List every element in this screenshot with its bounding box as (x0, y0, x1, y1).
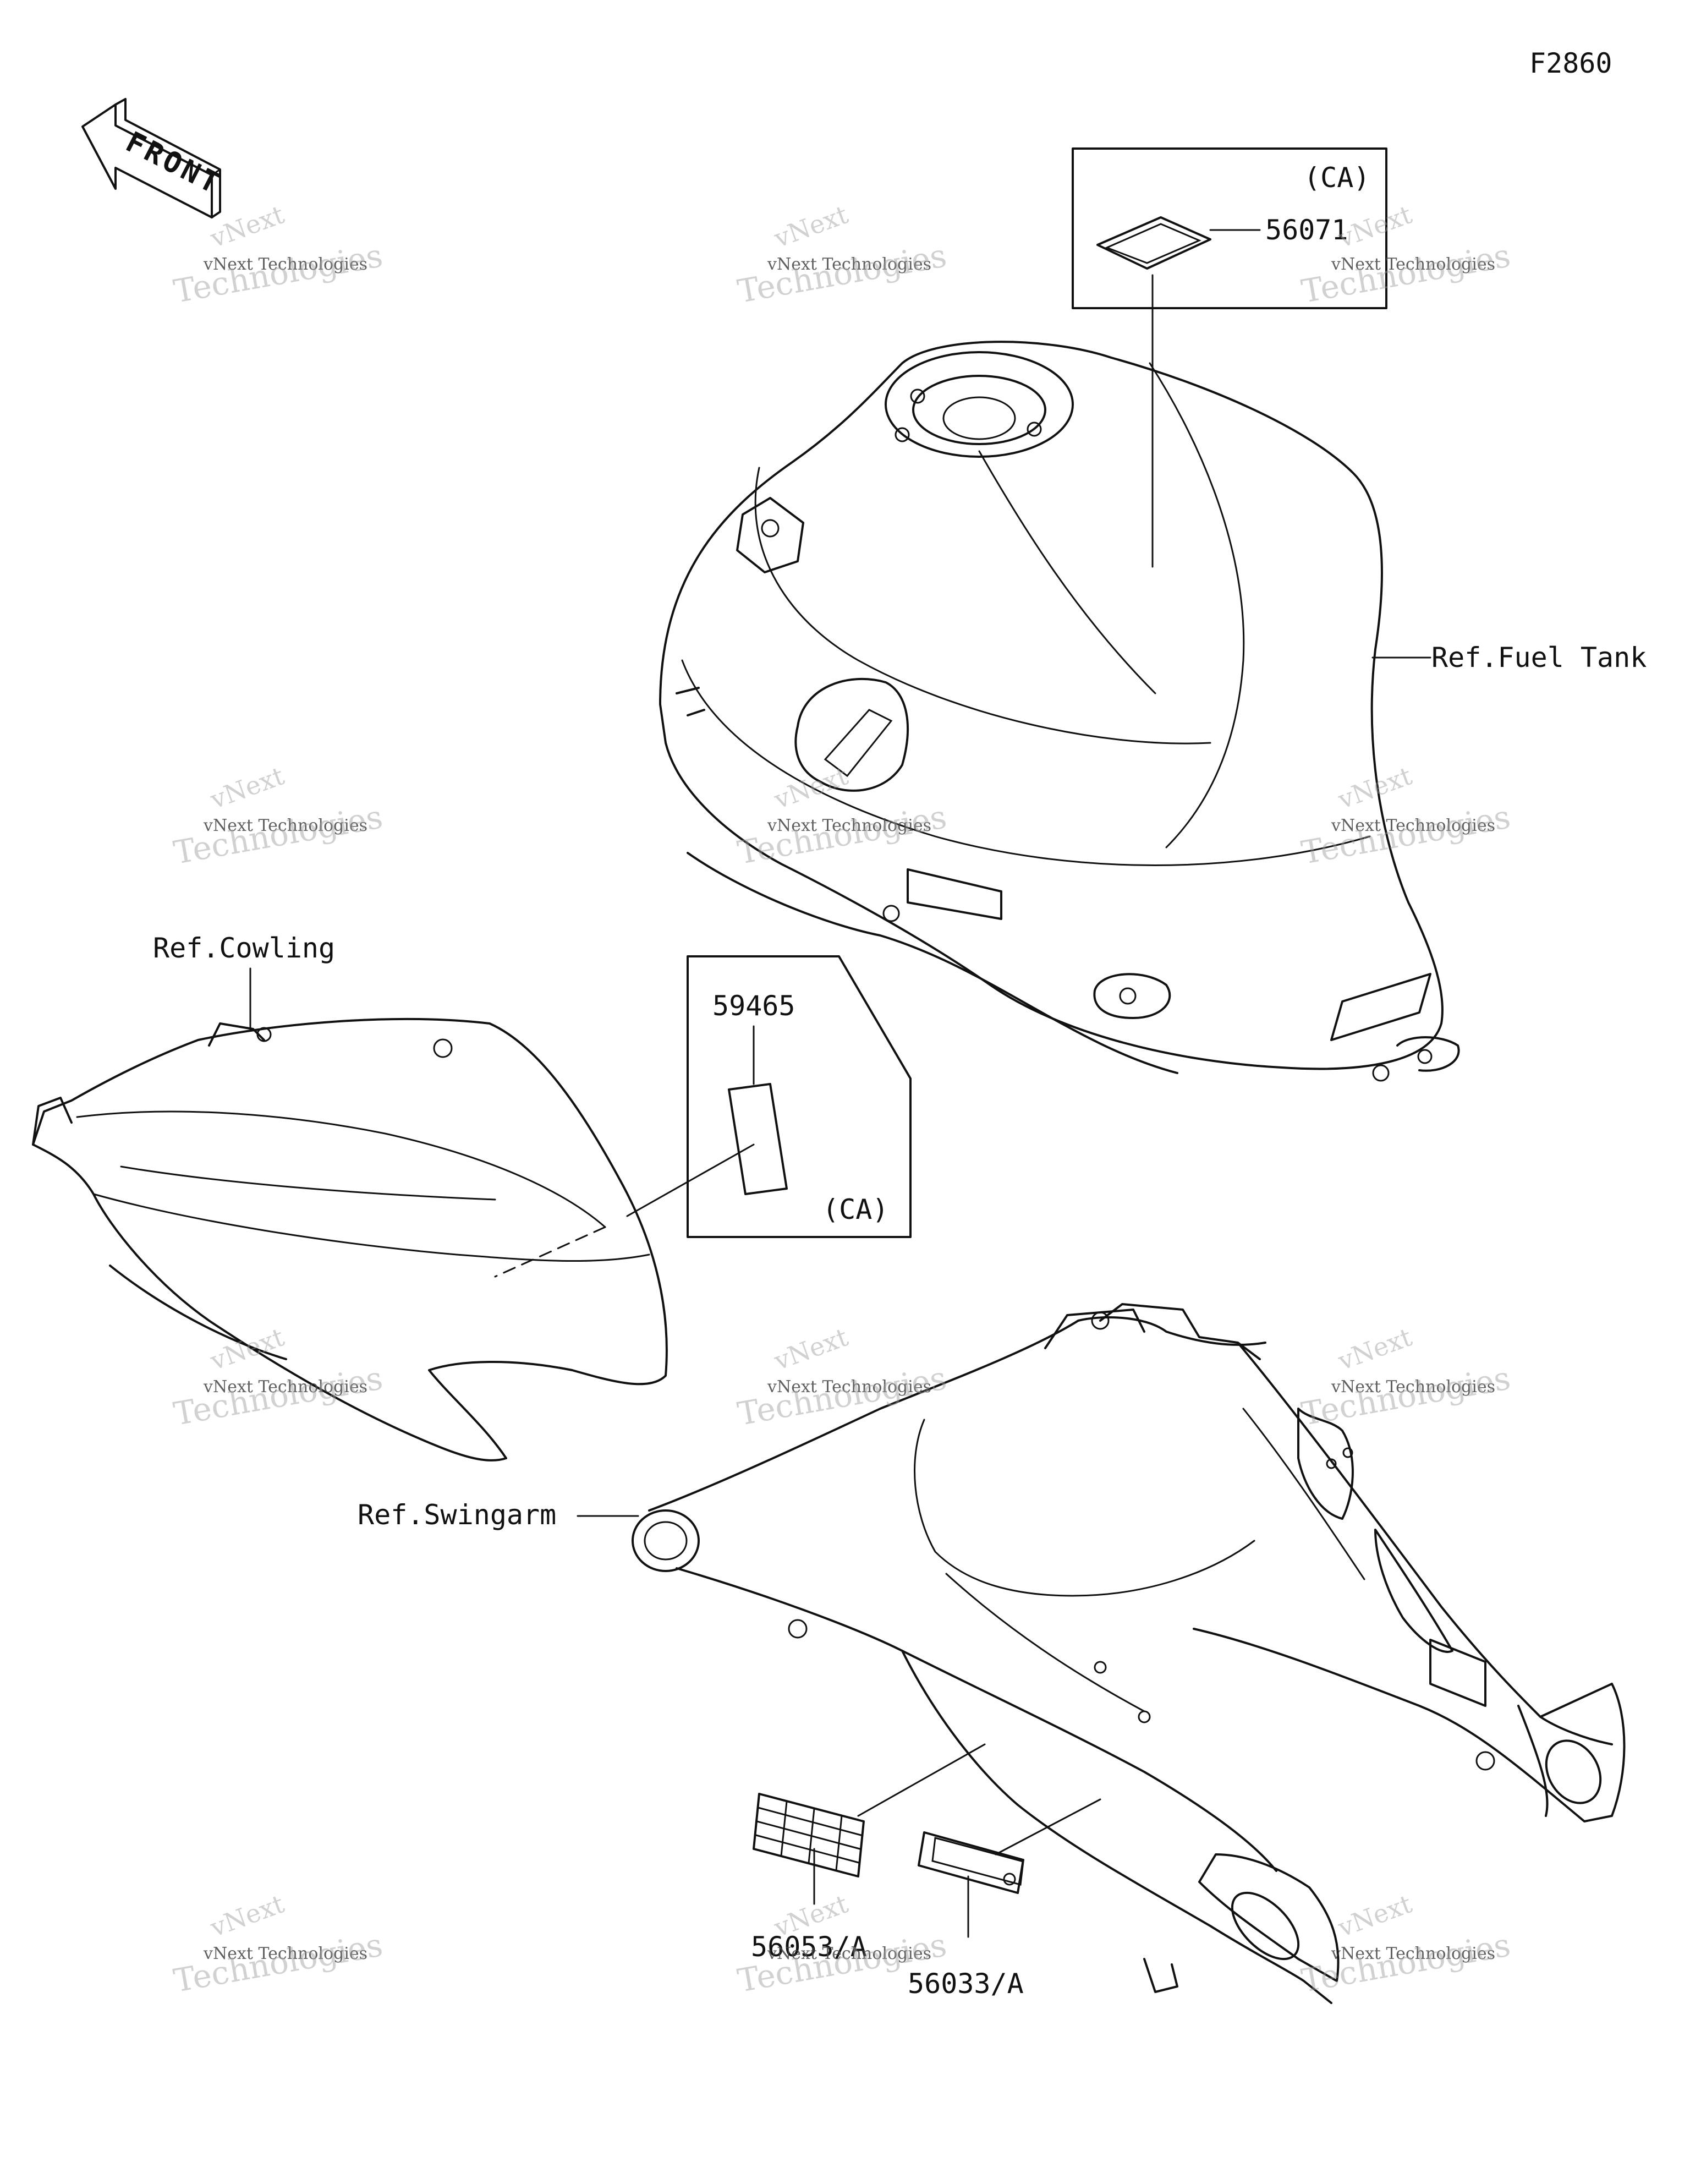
watermark-line3: Technologies (171, 1359, 386, 1433)
ref-swingarm-label: Ref.Swingarm (358, 1499, 556, 1531)
decal-56053 (753, 1743, 986, 1905)
decal-56071-icon (1096, 216, 1211, 270)
watermark-line3: Technologies (171, 798, 386, 872)
region-tag-56071: (CA) (1304, 162, 1370, 194)
watermark-line2: vNext Technologies (203, 816, 367, 835)
watermark-line3: Technologies (735, 237, 950, 310)
ref-fuel-tank-label: Ref.Fuel Tank (1431, 642, 1647, 674)
watermark-line1: vNext (1334, 1322, 1415, 1376)
watermark-line2: vNext Technologies (767, 1377, 931, 1397)
watermark-line3: Technologies (735, 1359, 950, 1433)
watermark-line2: vNext Technologies (767, 255, 931, 274)
swingarm-drawing (632, 1303, 1626, 2004)
watermark-line1: vNext (206, 199, 288, 253)
watermark-line3: Technologies (1299, 1926, 1513, 2000)
watermark-line2: vNext Technologies (1331, 1377, 1495, 1397)
front-arrow-icon: FRONT (81, 98, 227, 218)
watermark-line1: vNext (770, 760, 852, 814)
watermark: vNext vNext Technologies Technologies vN… (171, 199, 1513, 2000)
part-number-56033: 56033/A (908, 1968, 1024, 2000)
watermark-line1: vNext (206, 1322, 288, 1376)
watermark-line2: vNext Technologies (1331, 1944, 1495, 1963)
region-tag-59465: (CA) (822, 1194, 888, 1225)
cowling-drawing (32, 1017, 668, 1462)
watermark-line1: vNext (206, 760, 288, 814)
figure-code: F2860 (1529, 47, 1612, 79)
front-label: FRONT (120, 125, 227, 201)
watermark-line1: vNext (770, 199, 852, 253)
watermark-line2: vNext Technologies (1331, 816, 1495, 835)
watermark-line2: vNext Technologies (203, 255, 367, 274)
watermark-line3: Technologies (171, 1926, 386, 2000)
watermark-line1: vNext (1334, 1889, 1415, 1942)
watermark-line3: Technologies (1299, 237, 1513, 310)
watermark-line2: vNext Technologies (767, 1944, 931, 1963)
watermark-line3: Technologies (735, 798, 950, 872)
watermark-line3: Technologies (171, 237, 386, 310)
decal-56033 (918, 1798, 1101, 1938)
watermark-line1: vNext (1334, 199, 1415, 253)
decal-59465-icon (728, 1083, 788, 1195)
watermark-line2: vNext Technologies (203, 1944, 367, 1963)
watermark-line2: vNext Technologies (1331, 255, 1495, 274)
watermark-line1: vNext (770, 1322, 852, 1376)
fuel-tank-drawing (659, 341, 1460, 1082)
watermark-line3: Technologies (1299, 798, 1513, 872)
watermark-line3: Technologies (1299, 1359, 1513, 1433)
label-box-56071: (CA) 56071 (1072, 147, 1387, 568)
label-box-59465: 59465 (CA) (494, 955, 912, 1278)
part-number-56071: 56071 (1265, 214, 1348, 246)
ref-cowling-label: Ref.Cowling (153, 932, 335, 964)
part-number-59465: 59465 (712, 990, 795, 1022)
part-number-56053: 56053/A (751, 1931, 867, 1963)
watermark-line2: vNext Technologies (203, 1377, 367, 1397)
watermark-line2: vNext Technologies (767, 816, 931, 835)
watermark-line1: vNext (206, 1889, 288, 1942)
